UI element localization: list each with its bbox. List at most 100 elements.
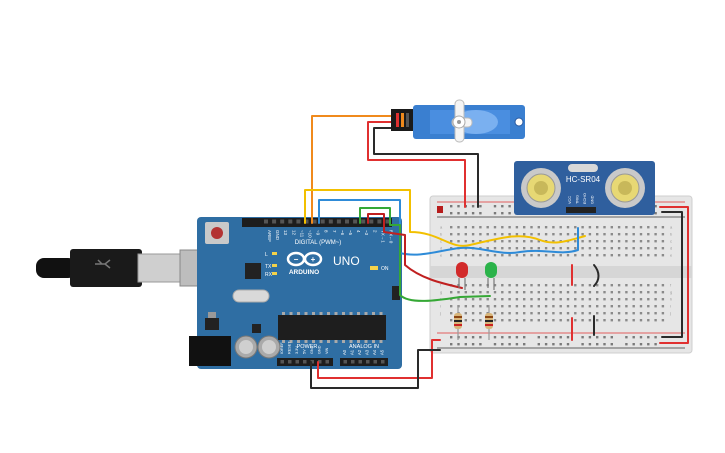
grid-hole <box>625 284 628 287</box>
grid-hole <box>610 284 613 287</box>
grid-hole <box>464 233 467 236</box>
digital-pin-socket <box>280 219 285 224</box>
grid-hole <box>493 226 497 229</box>
sensor-label: HC-SR04 <box>566 175 601 184</box>
grid-hole <box>537 284 540 287</box>
power-pin-label: VIN <box>325 347 329 354</box>
grid-hole <box>647 240 650 243</box>
grid-hole <box>471 254 475 257</box>
power-pin-socket <box>288 360 292 364</box>
analog-pin-socket <box>351 360 355 364</box>
grid-hole <box>566 284 570 287</box>
grid-hole <box>596 305 599 308</box>
wire-servo-ground <box>373 127 479 208</box>
rail-hole <box>559 343 562 346</box>
grid-hole <box>450 247 453 250</box>
grid-hole <box>625 291 628 294</box>
grid-hole <box>530 284 533 287</box>
grid-hole <box>661 254 665 257</box>
grid-hole <box>596 284 599 287</box>
wire-rail-red-right <box>659 206 689 344</box>
grid-hole <box>574 247 577 250</box>
grid-hole <box>632 226 635 229</box>
power-header-label: POWER <box>297 344 318 350</box>
grid-hole <box>552 240 555 243</box>
rail-hole <box>471 212 475 215</box>
grid-hole <box>625 240 628 243</box>
grid-hole <box>617 298 621 301</box>
power-pin-label: IOREF <box>280 342 284 354</box>
grid-hole <box>581 291 584 294</box>
grid-hole <box>610 254 613 257</box>
grid-hole <box>574 298 577 301</box>
grid-hole <box>625 319 628 322</box>
grid-hole <box>515 240 519 243</box>
grid-hole <box>617 305 621 308</box>
grid-hole <box>588 305 592 308</box>
grid-hole <box>566 247 570 250</box>
grid-hole <box>610 291 613 294</box>
grid-hole <box>493 247 497 250</box>
grid-hole <box>457 298 460 301</box>
digital-pin-label: 4 <box>356 230 361 233</box>
analog-pin-socket <box>366 360 370 364</box>
grid-hole <box>581 233 584 236</box>
analog-pin-label: A0 <box>342 349 347 355</box>
grid-hole <box>493 284 497 287</box>
grid-hole <box>523 319 526 322</box>
rail-hole <box>654 205 657 208</box>
row-letter: i <box>440 304 441 309</box>
grid-hole <box>647 319 650 322</box>
rail-hole <box>647 343 650 346</box>
grid-hole <box>647 284 650 287</box>
grid-hole <box>625 298 628 301</box>
grid-hole <box>566 226 570 229</box>
digital-pin-label: ~9 <box>316 230 321 236</box>
grid-hole <box>559 254 562 257</box>
grid-hole <box>457 254 460 257</box>
grid-hole <box>654 226 657 229</box>
digital-pin-socket <box>336 219 341 224</box>
rail-hole <box>566 336 570 339</box>
grid-hole <box>647 233 650 236</box>
grid-hole <box>661 226 665 229</box>
grid-hole <box>552 226 555 229</box>
grid-hole <box>479 240 482 243</box>
row-letter: c <box>440 239 442 244</box>
rail-hole <box>523 343 526 346</box>
grid-hole <box>647 247 650 250</box>
rail-hole <box>479 336 482 339</box>
row-letter: j <box>669 311 671 316</box>
grid-hole <box>493 312 497 315</box>
grid-hole <box>537 247 540 250</box>
rail-hole <box>450 212 453 215</box>
digital-pin-label: 2 <box>372 230 377 233</box>
grid-hole <box>552 233 555 236</box>
grid-hole <box>552 284 555 287</box>
grid-hole <box>464 254 467 257</box>
grid-hole <box>479 305 482 308</box>
grid-hole <box>544 291 548 294</box>
grid-hole <box>588 284 592 287</box>
grid-hole <box>537 319 540 322</box>
grid-hole <box>654 284 657 287</box>
rail-hole <box>501 205 504 208</box>
grid-hole <box>647 291 650 294</box>
rail-hole <box>581 336 584 339</box>
rail-hole <box>588 343 592 346</box>
rail-hole <box>450 205 453 208</box>
grid-hole <box>566 233 570 236</box>
grid-hole <box>603 254 606 257</box>
power-pin-label: 5V <box>303 349 307 354</box>
grid-hole <box>508 284 511 287</box>
grid-hole <box>588 254 592 257</box>
atmega-chip <box>278 315 386 340</box>
grid-hole <box>464 226 467 229</box>
digital-pin-socket <box>312 219 317 224</box>
row-letter: e <box>440 253 443 258</box>
sensor-pin-label: GND <box>591 195 595 204</box>
grid-hole <box>552 312 555 315</box>
grid-hole <box>588 240 592 243</box>
grid-hole <box>632 240 635 243</box>
